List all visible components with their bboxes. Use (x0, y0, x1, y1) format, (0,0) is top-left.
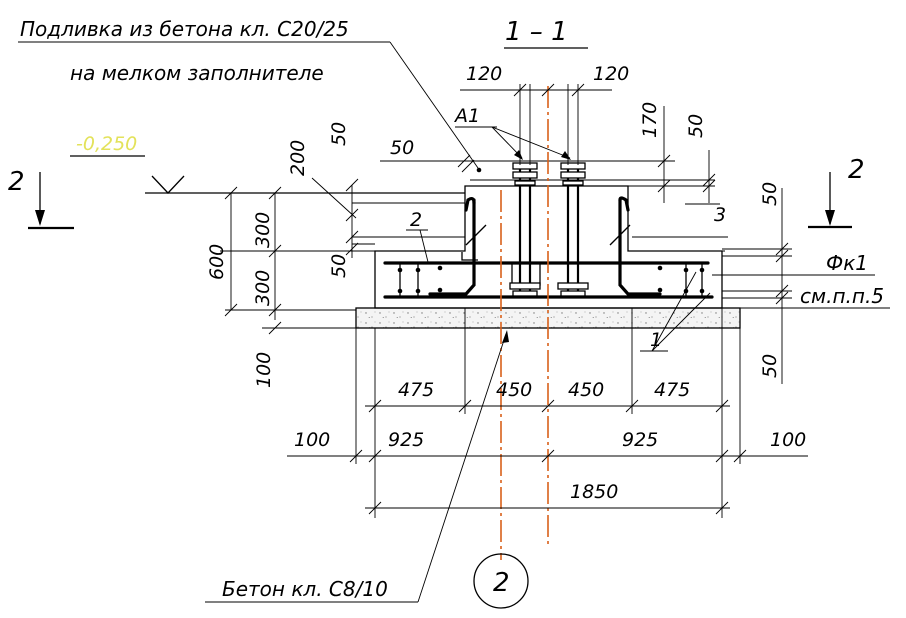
see-item-label: см.п.п.5 (800, 284, 884, 308)
dim-bottom-100-left: 100 (294, 429, 330, 451)
position-2-leader-left-b (419, 229, 429, 263)
dim-bottom-row-3 (365, 414, 730, 518)
section-cut-left: 2 (8, 167, 74, 230)
dim-bolt-top-50: 50 (685, 114, 707, 138)
dim-bottom-475-right: 475 (654, 379, 690, 401)
grout-leader (389, 41, 479, 169)
dim-bottom-100-right: 100 (770, 429, 806, 451)
grout-label-line2: на мелком заполнителе (70, 61, 324, 85)
dim-bottom-450-left: 450 (496, 379, 532, 401)
section-cut-left-label: 2 (8, 167, 25, 197)
level-mark: -0,250 (70, 133, 185, 194)
dim-left-300-upper: 300 (252, 212, 274, 248)
dim-bolt-spacing (460, 83, 612, 165)
pedestal-reinforcement (428, 196, 662, 296)
position-3-label: 3 (714, 204, 726, 226)
anchor-bolt-left (509, 162, 541, 297)
dim-bottom-925-right: 925 (622, 429, 658, 451)
dim-left-600: 600 (206, 244, 228, 280)
dim-bottom-450-right: 450 (568, 379, 604, 401)
dim-bottom-475-left: 475 (398, 379, 434, 401)
dim-left-200: 200 (287, 140, 309, 176)
dim-right-50-bottom: 50 (759, 354, 781, 378)
dim-bottom-1850: 1850 (570, 481, 618, 503)
anchor-bolt-leader-right (491, 126, 571, 159)
position-1-label: 1 (650, 329, 662, 351)
dim-bottom-row-1 (365, 308, 730, 414)
axis-bubble-label: 2 (493, 568, 510, 598)
level-text: -0,250 (76, 133, 137, 155)
dim-bolt-offset-left: 120 (466, 63, 502, 85)
section-title: 1 – 1 (505, 17, 568, 47)
dim-grout-50: 50 (390, 137, 414, 159)
lean-concrete-label: Бетон кл. С8/10 (222, 577, 388, 601)
dim-right-50-top: 50 (759, 182, 781, 206)
frame-label: Фк1 (826, 251, 868, 275)
dim-left-chain (220, 177, 465, 335)
position-1-leader-a (651, 271, 697, 352)
dim-bolt-top-170: 170 (639, 102, 661, 138)
position-2-label-left: 2 (410, 209, 422, 231)
position-1-leader-b (651, 292, 711, 352)
dim-bottom-925-left: 925 (388, 429, 424, 451)
dim-left-100: 100 (253, 352, 275, 388)
dim-right-chain (722, 188, 792, 384)
anchor-bolt-label: А1 (453, 105, 480, 127)
axis-bubble (473, 553, 529, 609)
lean-concrete-leader (417, 333, 507, 603)
section-cut-right: 2 (808, 155, 865, 229)
dim-left-300-lower: 300 (252, 270, 274, 306)
dim-top-right (578, 106, 728, 252)
grout-label-line1: Подливка из бетона кл. С20/25 (20, 17, 349, 41)
dim-left-50-lower: 50 (328, 254, 350, 278)
anchor-bolt-right (557, 162, 589, 297)
section-cut-right-label: 2 (848, 155, 865, 185)
dim-bolt-offset-right: 120 (593, 63, 629, 85)
dim-left-50-top: 50 (328, 122, 350, 146)
